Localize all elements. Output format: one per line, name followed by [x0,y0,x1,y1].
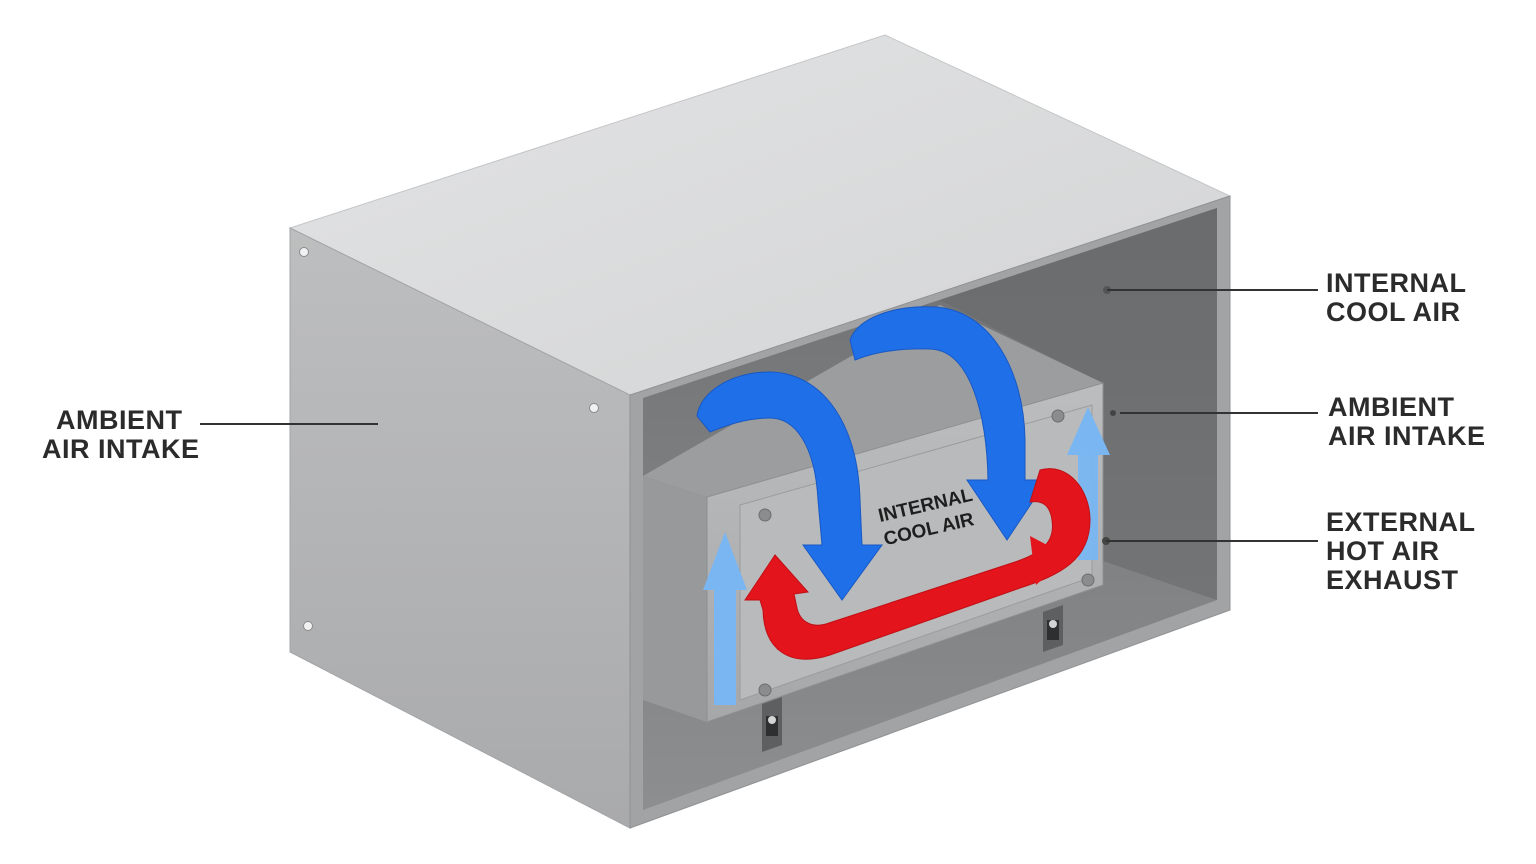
interior-back-wall [940,208,1217,600]
label-ambient-air-intake-right: AMBIENT AIR INTAKE [1328,393,1486,451]
screw [299,247,309,257]
u-turn-arrow-icon [744,468,1091,660]
label-line: AMBIENT [1328,392,1455,422]
arrow-up-icon [703,532,747,705]
screw [589,403,599,413]
label-line: INTERNAL [1326,268,1467,298]
label-internal-cool-air: INTERNAL COOL AIR [1326,269,1467,327]
mounting-bracket-right [1043,605,1063,652]
screw [303,621,313,631]
screw [758,683,772,697]
label-external-hot-air-exhaust: EXTERNAL HOT AIR EXHAUST [1326,508,1476,595]
screw [1081,573,1095,587]
curved-arrow-down-icon [696,371,883,601]
leader-dot [1110,410,1116,416]
label-line: AIR INTAKE [1328,421,1486,451]
label-line: AIR INTAKE [42,434,200,464]
screw [1051,409,1065,423]
label-line: AMBIENT [56,405,183,435]
label-line: HOT AIR [1326,536,1440,566]
label-line: EXTERNAL [1326,507,1476,537]
mounting-bracket-left [762,697,782,752]
label-line: EXHAUST [1326,565,1459,595]
unit-side [643,476,707,722]
label-ambient-air-intake-left: AMBIENT AIR INTAKE [42,406,200,464]
screw [758,508,772,522]
label-line: COOL AIR [1326,297,1461,327]
